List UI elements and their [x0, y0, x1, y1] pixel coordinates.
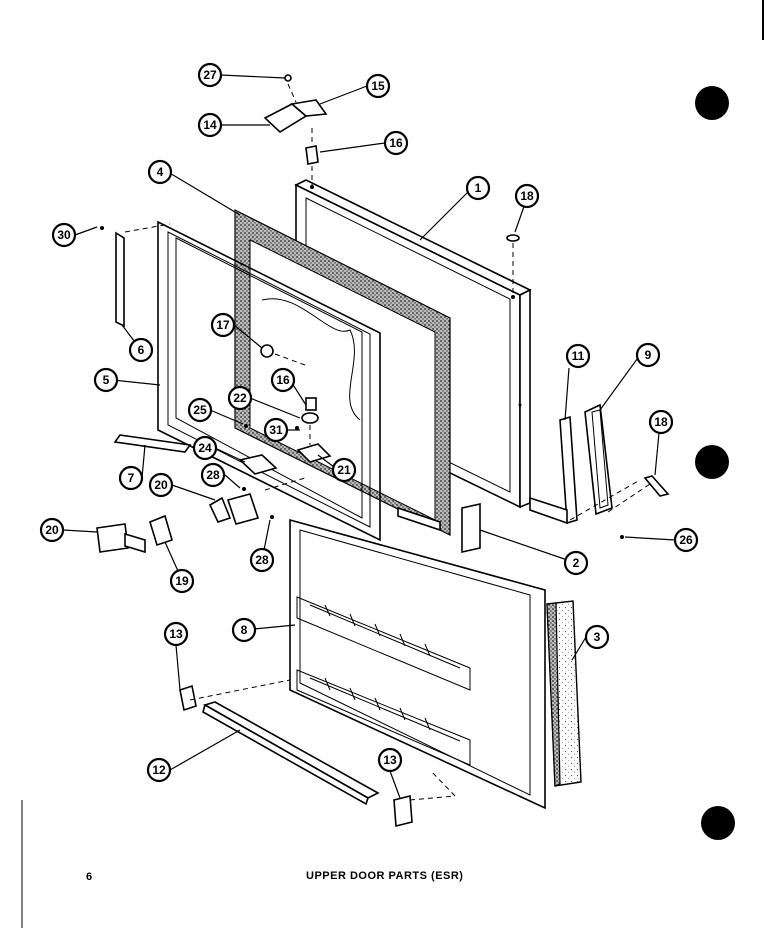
svg-text:19: 19	[175, 574, 189, 588]
svg-text:27: 27	[203, 68, 217, 82]
page-title: UPPER DOOR PARTS (ESR)	[306, 870, 464, 882]
binder-hole-middle	[695, 445, 729, 479]
callout-2: 2	[563, 550, 589, 576]
svg-text:17: 17	[216, 318, 230, 332]
part-12-bottom-trim	[202, 701, 380, 806]
callout-9: 9	[635, 342, 661, 368]
svg-text:3: 3	[594, 630, 601, 644]
callout-8: 8	[231, 617, 257, 643]
callout-19: 19	[169, 568, 195, 594]
leader-lines	[62, 74, 676, 799]
callout-18-top: 18	[514, 183, 540, 209]
svg-text:13: 13	[383, 753, 397, 767]
svg-text:30: 30	[57, 228, 71, 242]
binder-hole-top	[695, 86, 729, 120]
svg-text:22: 22	[233, 391, 247, 405]
svg-text:9: 9	[645, 348, 652, 362]
svg-text:18: 18	[654, 415, 668, 429]
svg-text:12: 12	[152, 763, 166, 777]
callout-7: 7	[118, 465, 144, 491]
svg-text:7: 7	[128, 471, 135, 485]
callout-26: 26	[673, 527, 699, 553]
svg-text:16: 16	[276, 373, 290, 387]
page-number: 6	[86, 871, 93, 883]
callout-28-lower: 28	[249, 547, 275, 573]
svg-text:24: 24	[198, 441, 212, 455]
callout-16-mid: 16	[270, 367, 296, 393]
part-8-door-liner	[289, 518, 546, 810]
svg-text:14: 14	[203, 118, 217, 132]
callout-20-left: 20	[39, 517, 65, 543]
svg-text:4: 4	[157, 165, 164, 179]
svg-text:20: 20	[45, 523, 59, 537]
callout-14: 14	[197, 112, 223, 138]
svg-text:21: 21	[337, 463, 351, 477]
binder-hole-bottom	[701, 806, 735, 840]
svg-text:6: 6	[138, 343, 145, 357]
part-9-handle	[584, 403, 613, 516]
part-10-handle-cap	[643, 475, 670, 497]
part-5-breaker-frame	[157, 220, 381, 542]
svg-text:25: 25	[193, 403, 207, 417]
part-6-strip	[115, 231, 125, 328]
part-2-bracket	[397, 503, 481, 553]
part-4-insulation	[234, 209, 451, 536]
callout-18-right: 18	[648, 409, 674, 435]
part-11-handle-base	[529, 415, 578, 525]
svg-text:20: 20	[154, 478, 168, 492]
callout-15: 15	[365, 73, 391, 99]
assembly-lines	[124, 83, 651, 801]
callout-13-bottom: 13	[377, 747, 403, 773]
svg-text:28: 28	[206, 468, 220, 482]
callout-28-upper: 28	[200, 462, 226, 488]
callout-1: 1	[465, 175, 491, 201]
callout-30: 30	[51, 222, 77, 248]
svg-text:26: 26	[679, 533, 693, 547]
part-3-side-trim	[546, 600, 582, 787]
callout-27: 27	[197, 62, 223, 88]
callout-22: 22	[227, 385, 253, 411]
svg-text:13: 13	[169, 627, 183, 641]
callout-13-left: 13	[163, 621, 189, 647]
callout-11: 11	[565, 343, 591, 369]
svg-text:5: 5	[103, 373, 110, 387]
callout-16-top: 16	[383, 130, 409, 156]
callout-5: 5	[93, 367, 119, 393]
callout-21: 21	[331, 457, 357, 483]
svg-text:8: 8	[241, 623, 248, 637]
svg-text:31: 31	[269, 423, 283, 437]
svg-text:16: 16	[389, 136, 403, 150]
callout-25: 25	[187, 397, 213, 423]
callout-12: 12	[146, 757, 172, 783]
callout-24: 24	[192, 435, 218, 461]
svg-text:15: 15	[371, 79, 385, 93]
callout-31: 31	[263, 417, 289, 443]
svg-text:2: 2	[573, 556, 580, 570]
svg-text:28: 28	[255, 553, 269, 567]
callout-4: 4	[147, 159, 173, 185]
callout-20-right: 20	[148, 472, 174, 498]
callout-6: 6	[128, 337, 154, 363]
svg-text:1: 1	[475, 181, 482, 195]
callout-3: 3	[584, 624, 610, 650]
callout-17: 17	[210, 312, 236, 338]
svg-text:18: 18	[520, 189, 534, 203]
svg-text:11: 11	[572, 349, 585, 363]
